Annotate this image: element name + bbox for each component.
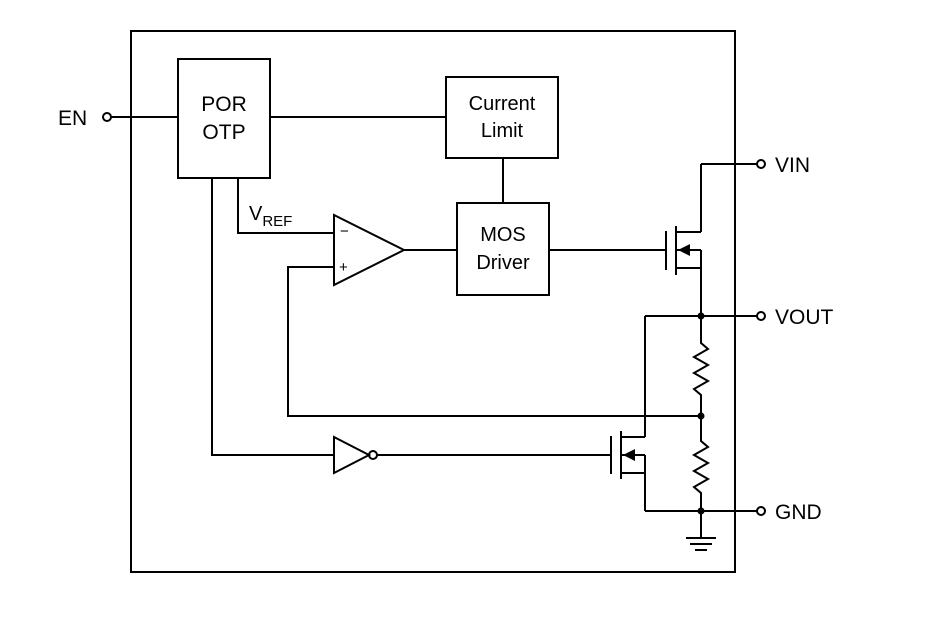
current-label: Current [469, 93, 536, 115]
amplifier-minus-sign: − [340, 223, 349, 240]
feedback-wire [287, 266, 701, 417]
en-pin-label: EN [58, 107, 87, 130]
ground-symbol [686, 511, 716, 551]
gnd-pin-terminal [756, 506, 766, 516]
vin-pin-terminal [756, 159, 766, 169]
por-to-inverter-wire [211, 178, 334, 456]
discharge-mosfet [610, 316, 646, 511]
vout-pin-terminal [756, 311, 766, 321]
por-otp-block [177, 58, 271, 179]
otp-label: OTP [202, 121, 245, 144]
vout-pin-label: VOUT [775, 306, 834, 329]
error-amplifier [333, 213, 407, 287]
current-limit-block [445, 76, 559, 159]
inverter [333, 435, 372, 475]
gnd-pin-label: GND [775, 501, 822, 524]
upper-feedback-resistor [691, 316, 711, 416]
en-pin-terminal [102, 112, 112, 122]
mos-driver-block [456, 202, 550, 296]
driver-label: Driver [476, 252, 530, 274]
vref-label: VREF [249, 203, 292, 230]
amplifier-plus-sign: + [339, 259, 348, 276]
pass-mosfet [665, 164, 702, 316]
limit-label: Limit [481, 120, 524, 142]
vin-pin-label: VIN [775, 154, 810, 177]
lower-feedback-resistor [691, 416, 711, 511]
por-label: POR [201, 93, 247, 116]
chip-boundary [130, 30, 736, 573]
mos-label: MOS [480, 224, 526, 246]
vref-wire [237, 178, 334, 234]
